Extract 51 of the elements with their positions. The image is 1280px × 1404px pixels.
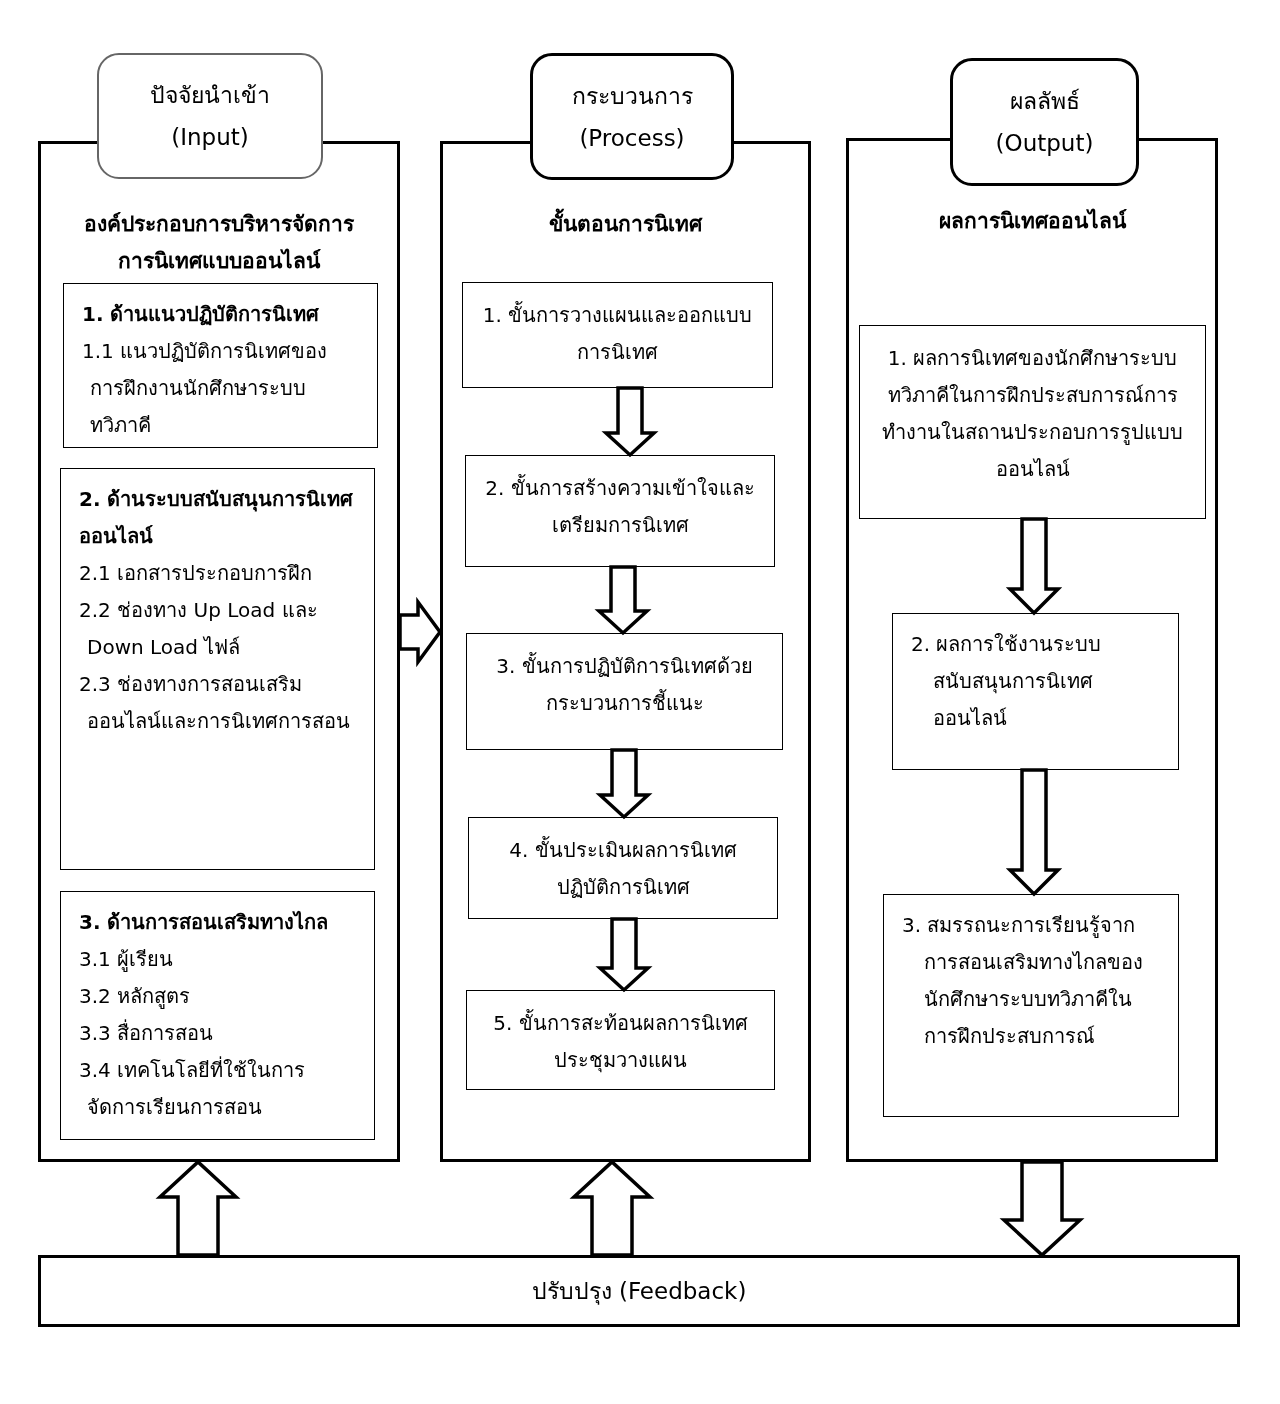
block-arrow [595,917,653,993]
stage-title: กระบวนการ (Process) [570,81,694,153]
item-text: 2. ผลการใช้งานระบบสนับสนุนการนิเทศออนไลน์ [911,631,1103,732]
column-heading: องค์ประกอบการบริหารจัดการการนิเทศแบบออนไลน์ [83,211,355,275]
block-arrow [594,565,652,636]
item-text: 3.3 สื่อการสอน [79,1018,215,1047]
item-text: 3.1 ผู้เรียน [79,946,175,974]
item-text: 3.2 หลักสูตร [79,983,192,1011]
item-text: 2.3 ช่องทางการสอนเสริมออนไลน์และการนิเทศการสอน [79,671,351,735]
item-heading: 2. ด้านระบบสนับสนุนการนิเทศออนไลน์ [79,486,355,550]
block-arrow [155,1159,241,1257]
item-heading: 3. ด้านการสอนเสริมทางไกล [79,909,330,936]
block-arrow [595,748,653,820]
item-box [63,283,378,448]
item-box [465,455,775,567]
stage-tab [97,53,323,179]
block-arrow [601,386,659,458]
item-box [462,282,773,388]
block-arrow [1005,517,1063,616]
item-text: 3. ขั้นการปฏิบัติการนิเทศด้วยกระบวนการชี้แนะ [495,651,754,717]
block-arrow [999,1160,1085,1258]
stage-tab [530,53,734,180]
item-text: 1.1 แนวปฏิบัติการนิเทศของการฝึกงานนักศึกษาระบบทวิภาคี [82,338,329,439]
item-box [468,817,778,919]
stage-title: ปัจจัยนำเข้า (Input) [149,81,271,152]
column-heading: ผลการนิเทศออนไลน์ [937,207,1128,235]
item-box [883,894,1179,1117]
item-box [60,468,375,870]
item-text: 1. ผลการนิเทศของนักศึกษาระบบทวิภาคีในการฝึกประสบการณ์การทำงานในสถานประกอบการรูปแบบออนไลน์ [881,345,1184,483]
feedback-bar [38,1255,1240,1327]
stage-title: ผลลัพธ์ (Output) [994,87,1095,158]
feedback-label: ปรับปรุง (Feedback) [531,1276,747,1307]
item-text: 5. ขั้นการสะท้อนผลการนิเทศประชุมวางแผน [492,1008,749,1075]
item-heading: 1. ด้านแนวปฏิบัติการนิเทศ [82,301,321,328]
column-heading: ขั้นตอนการนิเทศ [443,206,808,243]
item-box [466,633,783,750]
item-box [60,891,375,1140]
item-text: 3. สมรรถนะการเรียนรู้จากการสอนเสริมทางไกลของนักศึกษาระบบทวิภาคีในการฝึกประสบการณ์ [902,912,1144,1050]
item-box [859,325,1206,519]
block-arrow [1005,768,1063,897]
item-text: 2.2 ช่องทาง Up Load และ Down Load ไฟล์ [79,597,319,661]
item-text: 3.4 เทคโนโลยีที่ใช้ในการจัดการเรียนการสอน [79,1055,307,1121]
block-arrow [569,1159,655,1257]
item-text: 2.1 เอกสารประกอบการฝึก [79,560,314,587]
stage-tab [950,58,1139,186]
block-arrow [398,596,443,668]
item-text: 2. ขั้นการสร้างความเข้าใจและเตรียมการนิเทศ [484,473,756,539]
item-text: 4. ขั้นประเมินผลการนิเทศปฏิบัติการนิเทศ [508,835,738,901]
item-text: 1. ขั้นการวางแผนและออกแบบการนิเทศ [481,300,754,366]
item-box [892,613,1179,770]
item-box [466,990,775,1090]
